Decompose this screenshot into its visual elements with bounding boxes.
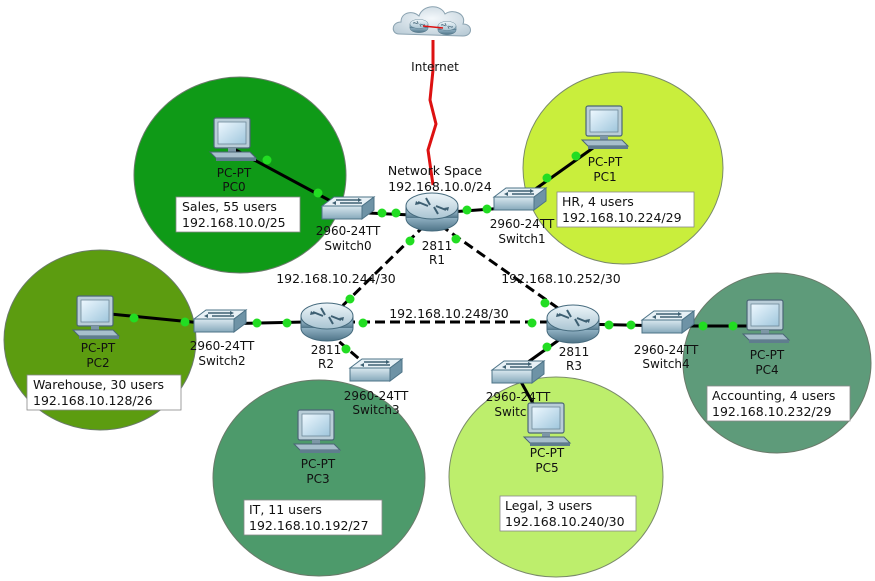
switch4-model: 2960-24TT	[634, 343, 699, 357]
it-subnet: 192.168.10.192/27	[249, 518, 369, 533]
internet-link	[426, 40, 438, 186]
switch3-icon[interactable]	[349, 358, 403, 382]
sales-info-box: Sales, 55 users 192.168.10.0/25	[175, 196, 301, 233]
pc4-model: PC-PT	[750, 348, 785, 362]
r1-name: R1	[429, 253, 445, 267]
r2-name: R2	[318, 357, 334, 371]
switch1-name: Switch1	[498, 232, 545, 246]
pc5-name: PC5	[535, 461, 558, 475]
accounting-users: Accounting, 4 users	[712, 388, 835, 403]
pc2-icon[interactable]	[72, 295, 120, 340]
pc0-name: PC0	[222, 180, 245, 194]
r2-model: 2811	[311, 343, 342, 357]
pc2-model: PC-PT	[81, 341, 116, 355]
switch4-icon[interactable]	[641, 310, 695, 334]
sales-users: Sales, 55 users	[182, 199, 277, 214]
warehouse-info-box: Warehouse, 30 users 192.168.10.128/26	[26, 374, 182, 411]
router-r3-icon[interactable]	[546, 304, 600, 344]
pc4-icon[interactable]	[742, 299, 790, 344]
pc5-model: PC-PT	[530, 446, 565, 460]
network-space-title: Network Space	[388, 163, 483, 178]
pc1-name: PC1	[593, 170, 616, 184]
r1-model: 2811	[422, 239, 453, 253]
switch2-name: Switch2	[198, 354, 245, 368]
switch2-icon[interactable]	[193, 309, 247, 333]
network-space-subnet: 192.168.10.0/24	[388, 179, 492, 194]
hr-users: HR, 4 users	[562, 194, 634, 209]
pc0-model: PC-PT	[217, 166, 252, 180]
switch5-icon[interactable]	[491, 360, 545, 384]
warehouse-users: Warehouse, 30 users	[33, 377, 164, 392]
link-r1-r3-subnet: 192.168.10.252/30	[501, 271, 621, 286]
r3-model: 2811	[559, 345, 590, 359]
link-r1-r3	[439, 223, 573, 320]
legal-info-box: Legal, 3 users 192.168.10.240/30	[499, 495, 637, 532]
pc1-model: PC-PT	[588, 155, 623, 169]
pc0-icon[interactable]	[209, 117, 257, 162]
switch0-name: Switch0	[324, 239, 371, 253]
r3-name: R3	[566, 359, 582, 373]
pc1-icon[interactable]	[581, 105, 629, 150]
switch0-model: 2960-24TT	[316, 224, 381, 238]
switch1-icon[interactable]	[493, 187, 547, 211]
switch1-model: 2960-24TT	[490, 217, 555, 231]
it-info-box: IT, 11 users 192.168.10.192/27	[243, 499, 383, 536]
pc2-name: PC2	[86, 356, 109, 370]
sales-subnet: 192.168.10.0/25	[182, 215, 286, 230]
internet-label: Internet	[411, 60, 459, 74]
switch2-model: 2960-24TT	[190, 339, 255, 353]
accounting-info-box: Accounting, 4 users 192.168.10.232/29	[706, 385, 851, 422]
hr-zone	[522, 71, 724, 265]
switch3-name: Switch3	[352, 403, 399, 417]
switch5-model: 2960-24TT	[486, 390, 551, 404]
switch4-name: Switch4	[642, 357, 689, 371]
pc3-model: PC-PT	[301, 457, 336, 471]
pc5-icon[interactable]	[523, 402, 571, 447]
hr-subnet: 192.168.10.224/29	[562, 210, 682, 225]
pc3-icon[interactable]	[293, 409, 341, 454]
pc3-name: PC3	[306, 472, 329, 486]
router-r2-icon[interactable]	[300, 302, 354, 342]
switch0-icon[interactable]	[321, 196, 375, 220]
hr-info-box: HR, 4 users 192.168.10.224/29	[556, 191, 695, 228]
link-r1-r2-subnet: 192.168.10.244/30	[276, 271, 396, 286]
pc4-name: PC4	[755, 363, 778, 377]
accounting-subnet: 192.168.10.232/29	[712, 404, 832, 419]
internet-cloud-icon[interactable]	[392, 6, 471, 37]
router-r1-icon[interactable]	[405, 192, 459, 232]
switch3-model: 2960-24TT	[344, 389, 409, 403]
warehouse-subnet: 192.168.10.128/26	[33, 393, 153, 408]
link-r2-r3-subnet: 192.168.10.248/30	[389, 306, 509, 321]
it-users: IT, 11 users	[249, 502, 322, 517]
legal-subnet: 192.168.10.240/30	[505, 514, 625, 529]
legal-users: Legal, 3 users	[505, 498, 592, 513]
